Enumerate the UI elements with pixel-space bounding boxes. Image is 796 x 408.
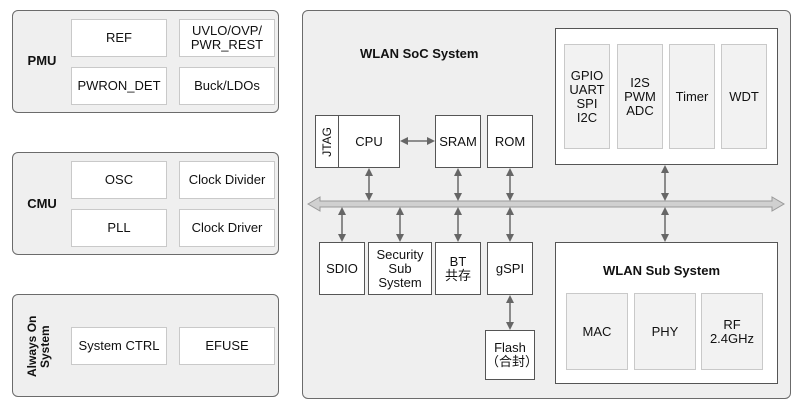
pmu-panel: PMU REF UVLO/OVP/ PWR_REST PWRON_DET Buc… xyxy=(12,10,279,113)
buck-ldos-block: Buck/LDOs xyxy=(179,67,275,105)
cpu-block: CPU xyxy=(338,115,400,168)
gpio-uart-spi-i2c-block: GPIO UART SPI I2C xyxy=(564,44,610,149)
system-bus xyxy=(307,196,785,212)
rf-block: RF 2.4GHz xyxy=(701,293,763,370)
mac-block: MAC xyxy=(566,293,628,370)
efuse-block: EFUSE xyxy=(179,327,275,365)
uvlo-ovp-block: UVLO/OVP/ PWR_REST xyxy=(179,19,275,57)
clock-divider-block: Clock Divider xyxy=(179,161,275,199)
rom-block: ROM xyxy=(487,115,533,168)
cmu-label: CMU xyxy=(27,196,57,211)
cmu-panel: CMU OSC Clock Divider PLL Clock Driver xyxy=(12,152,279,255)
sram-block: SRAM xyxy=(435,115,481,168)
ref-block: REF xyxy=(71,19,167,57)
bt-coexist-block: BT 共存 xyxy=(435,242,481,295)
pwron-det-block: PWRON_DET xyxy=(71,67,167,105)
timer-block: Timer xyxy=(669,44,715,149)
system-ctrl-block: System CTRL xyxy=(71,327,167,365)
osc-block: OSC xyxy=(71,161,167,199)
wlan-soc-title: WLAN SoC System xyxy=(360,46,479,61)
pll-block: PLL xyxy=(71,209,167,247)
pmu-label: PMU xyxy=(27,53,57,68)
security-sub-system-block: Security Sub System xyxy=(368,242,432,295)
always-on-panel: Always On System System CTRL EFUSE xyxy=(12,294,279,397)
gspi-block: gSPI xyxy=(487,242,533,295)
sdio-block: SDIO xyxy=(319,242,365,295)
i2s-pwm-adc-block: I2S PWM ADC xyxy=(617,44,663,149)
phy-block: PHY xyxy=(634,293,696,370)
clock-driver-block: Clock Driver xyxy=(179,209,275,247)
wlan-sub-system-title: WLAN Sub System xyxy=(603,263,721,278)
flash-block: Flash （合封） xyxy=(485,330,538,380)
wdt-block: WDT xyxy=(721,44,767,149)
